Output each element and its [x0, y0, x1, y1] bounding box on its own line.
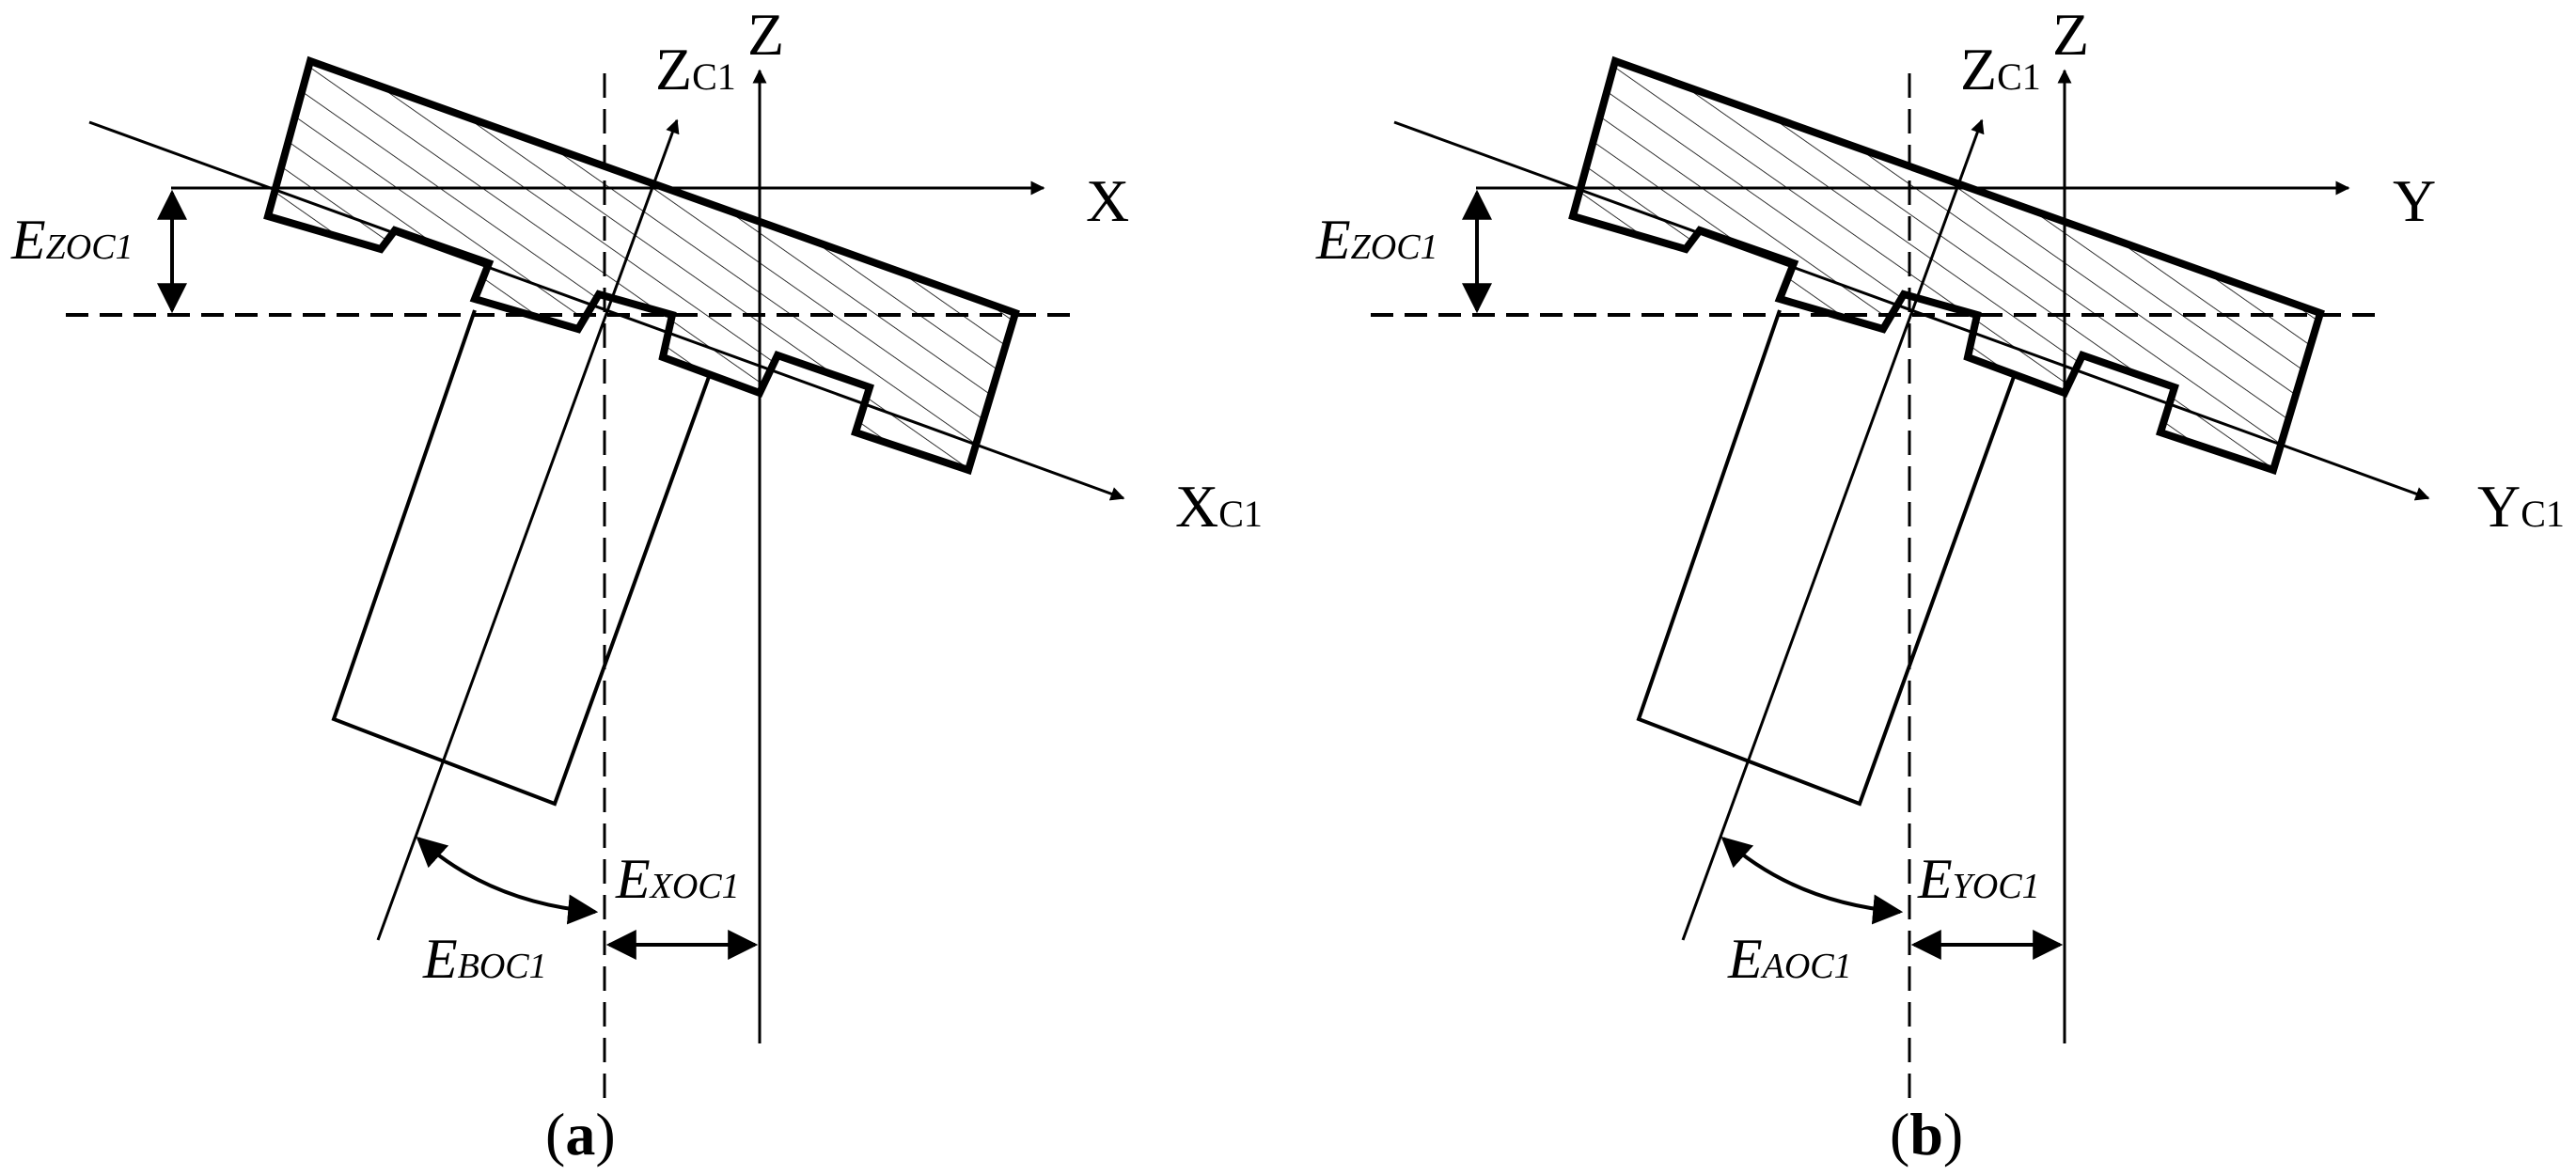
z-axis-label: Z [747, 1, 784, 68]
panel-a-drawing [66, 61, 1123, 1109]
ezoc1-label: EZOC1 [1315, 209, 1438, 271]
exoc1-label: EXOC1 [615, 848, 740, 910]
x-c1-axis-label: XC1 [1175, 473, 1263, 540]
z-axis-label: Z [2052, 1, 2089, 68]
caption-b: (b) [1890, 1101, 1963, 1168]
panel-b-labels: Z ZC1 Y YC1 EZOC1 EYOC1 EAOC1 (b) [1315, 1, 2565, 1168]
y-c1-axis-label: YC1 [2477, 473, 2565, 540]
z-c1-axis-label: ZC1 [1960, 36, 2041, 102]
eyoc1-label: EYOC1 [1917, 848, 2040, 910]
z-c1-axis-label: ZC1 [655, 36, 736, 102]
ezoc1-label: EZOC1 [10, 209, 134, 271]
eboc1-label: EBOC1 [422, 928, 547, 990]
eaoc1-label: EAOC1 [1727, 928, 1852, 990]
y-axis-label: Y [2393, 167, 2436, 234]
panel-b-drawing [1371, 61, 2428, 1109]
caption-a: (a) [545, 1101, 616, 1168]
x-axis-label: X [1086, 167, 1129, 234]
panel-a-labels: Z ZC1 X XC1 EZOC1 EXOC1 EBOC1 (a) [10, 1, 1263, 1168]
